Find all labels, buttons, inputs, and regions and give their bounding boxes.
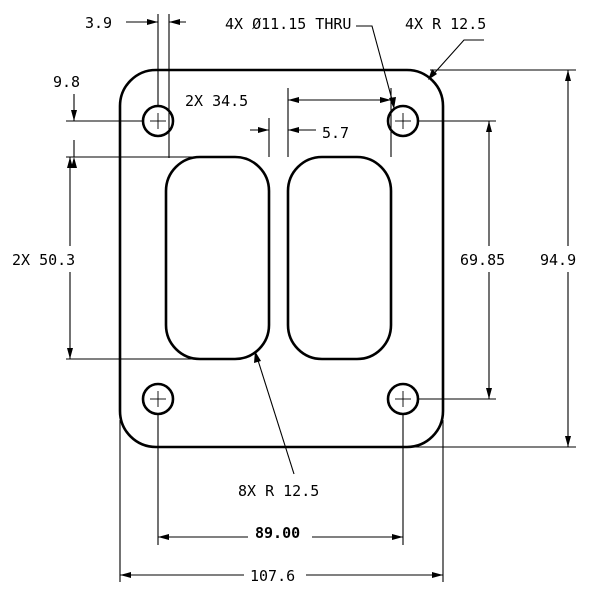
label-hole-callout: 4X Ø11.15 THRU	[225, 15, 351, 33]
label-port-spacing: 2X 34.5	[185, 92, 248, 110]
left-port-outline	[164, 155, 271, 361]
leader-corner-radius	[429, 39, 484, 79]
label-hole-edge-offset-x: 3.9	[85, 14, 112, 32]
flange-part	[118, 68, 445, 449]
leader-hole-callout	[356, 25, 395, 108]
leader-port-radius	[255, 353, 295, 475]
flange-outline	[118, 68, 445, 449]
right-port-outline	[286, 155, 393, 361]
dimension-labels: 3.9 4X Ø11.15 THRU 4X R 12.5 9.8 2X 34.5…	[6, 14, 590, 587]
label-port-gap: 5.7	[322, 124, 349, 142]
label-port-radius: 8X R 12.5	[238, 482, 319, 500]
label-overall-width: 107.6	[250, 567, 295, 585]
arrowheads	[67, 19, 571, 578]
label-corner-radius: 4X R 12.5	[405, 15, 486, 33]
label-hole-spacing-y: 69.85	[460, 251, 505, 269]
label-hole-edge-offset-y: 9.8	[53, 73, 80, 91]
extension-lines	[66, 14, 576, 582]
label-port-height: 2X 50.3	[12, 251, 75, 269]
hole-center-marks	[150, 113, 411, 407]
leader-lines	[255, 25, 484, 475]
label-overall-height: 94.9	[540, 251, 576, 269]
label-hole-spacing-x: 89.00	[255, 524, 300, 542]
